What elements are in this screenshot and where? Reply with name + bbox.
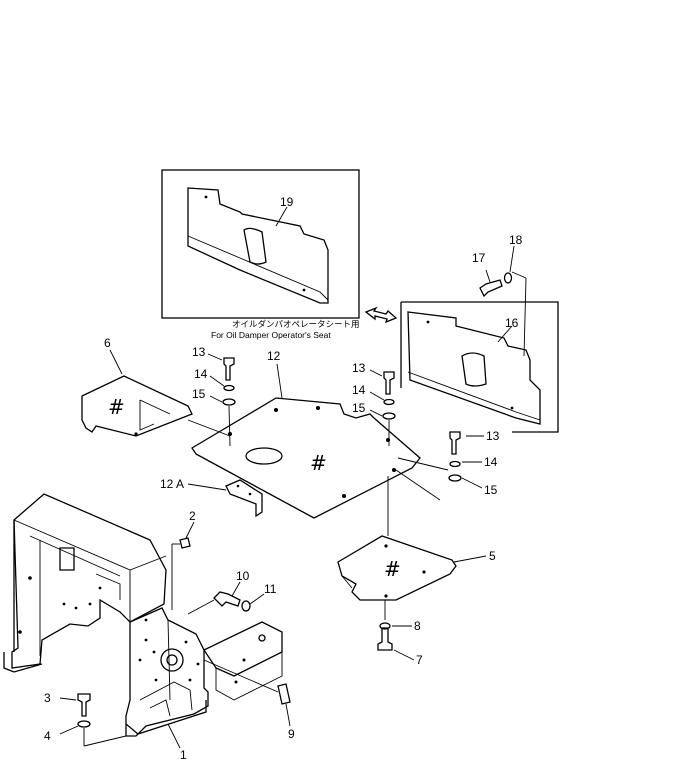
label-3: 3 [44, 691, 51, 705]
label-13-right: 13 [486, 429, 500, 443]
label-14-middle: 14 [352, 383, 366, 397]
part-17-bolt: 17 [472, 251, 503, 298]
label-9: 9 [288, 727, 295, 741]
label-11: 11 [264, 582, 277, 596]
caption-jp: オイルダンパオペレータシート用 [232, 319, 360, 329]
part-9-pin: 9 [203, 659, 295, 741]
mark-plate6: # [108, 395, 125, 419]
inset-frame [161, 169, 360, 319]
part-1-bearing [160, 648, 184, 672]
part-3-bolt: 3 [44, 691, 91, 717]
part-11-washer: 11 [241, 582, 277, 612]
label-18: 18 [509, 233, 523, 247]
label-15-middle: 15 [352, 401, 366, 415]
hardware-middle: 13 14 15 [352, 361, 396, 446]
label-14-left: 14 [194, 367, 208, 381]
label-2: 2 [189, 509, 196, 523]
part-1-frame: 1 [3, 493, 209, 759]
part-16-box: 16 [400, 301, 559, 433]
label-12a: 12 A [160, 477, 184, 491]
part-19-cover [187, 187, 329, 304]
hardware-right: 13 14 15 [395, 429, 500, 501]
part-5-plate: 5 # [337, 476, 496, 601]
label-19: 19 [280, 195, 294, 209]
label-1: 1 [180, 748, 187, 759]
hardware-left: 13 14 15 [192, 345, 236, 447]
label-8: 8 [414, 619, 421, 633]
label-13-middle: 13 [352, 361, 366, 375]
inset-oil-damper-seat: 19 オイルダンパオペレータシート用 For Oil Damper Operat… [161, 169, 360, 340]
label-10: 10 [236, 569, 250, 583]
label-17: 17 [472, 251, 486, 265]
label-7: 7 [416, 653, 423, 667]
part-18-washer: 18 [503, 233, 527, 357]
caption-en: For Oil Damper Operator's Seat [211, 330, 331, 340]
double-arrow-icon [364, 306, 398, 324]
plate-12-opening [245, 447, 283, 465]
label-6: 6 [104, 336, 111, 350]
label-12: 12 [267, 349, 281, 363]
part-7-bolt: 7 [377, 627, 423, 667]
part-10-bolt: 10 [187, 569, 250, 615]
label-16: 16 [505, 316, 519, 330]
part-2-nut: 2 [171, 509, 196, 610]
part-12a-bracket: 12 A [160, 477, 263, 518]
part-6-plate: 6 # [81, 336, 231, 437]
part-8-washer: 8 [379, 600, 421, 633]
label-14-right: 14 [484, 455, 498, 469]
label-13-left: 13 [192, 345, 206, 359]
mark-plate12: # [310, 451, 327, 475]
label-4: 4 [44, 729, 51, 743]
label-5: 5 [489, 549, 496, 563]
mark-plate5: # [384, 557, 401, 581]
label-15-right: 15 [484, 483, 498, 497]
part-side-bracket [203, 621, 283, 701]
part-4-washer: 4 [44, 720, 127, 747]
label-15-left: 15 [192, 387, 206, 401]
